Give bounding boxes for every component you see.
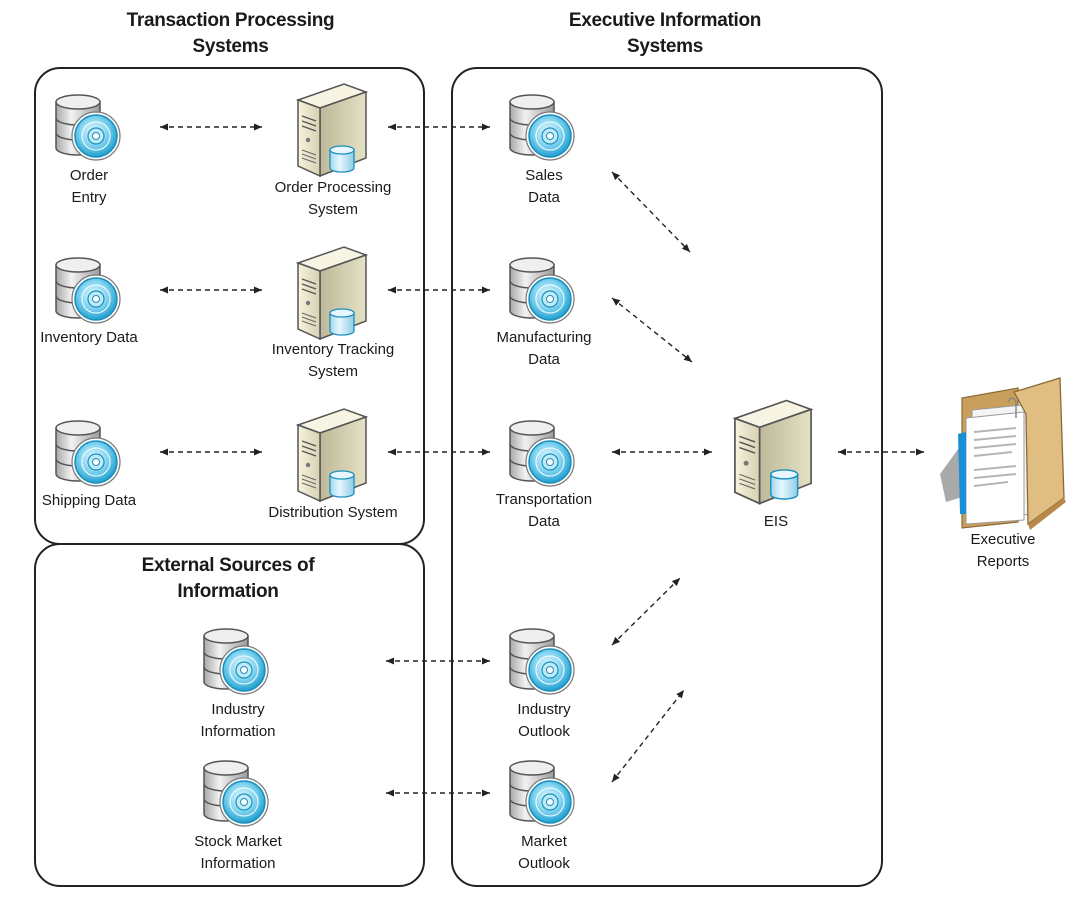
- database-disc-icon: [504, 92, 584, 162]
- server-tower-icon: [292, 80, 372, 180]
- database-disc-icon: [504, 255, 584, 325]
- database-disc-icon: [50, 418, 130, 488]
- arrow-manufacturing-data-eis: [611, 297, 693, 363]
- database-disc-icon: [198, 626, 278, 696]
- distribution-label: Distribution System: [268, 504, 398, 521]
- inventory-data-label: Inventory Data: [40, 329, 138, 346]
- arrow-sales-data-eis: [611, 171, 691, 253]
- database-disc-icon: [50, 255, 130, 325]
- report-folder-icon: [932, 374, 1072, 534]
- database-disc-icon: [504, 758, 584, 828]
- server-tower-icon: [728, 396, 818, 508]
- eis-label: EIS: [763, 513, 789, 530]
- server-tower-icon: [292, 243, 372, 343]
- database-disc-icon: [504, 626, 584, 696]
- shipping-data-label: Shipping Data: [41, 492, 137, 509]
- database-disc-icon: [504, 418, 584, 488]
- eis-panel: [451, 67, 883, 887]
- external-panel: [34, 543, 425, 887]
- server-tower-icon: [292, 405, 372, 505]
- arrow-industry-outlook-eis: [611, 577, 681, 646]
- database-disc-icon: [50, 92, 130, 162]
- database-disc-icon: [198, 758, 278, 828]
- arrow-market-outlook-eis: [611, 689, 685, 783]
